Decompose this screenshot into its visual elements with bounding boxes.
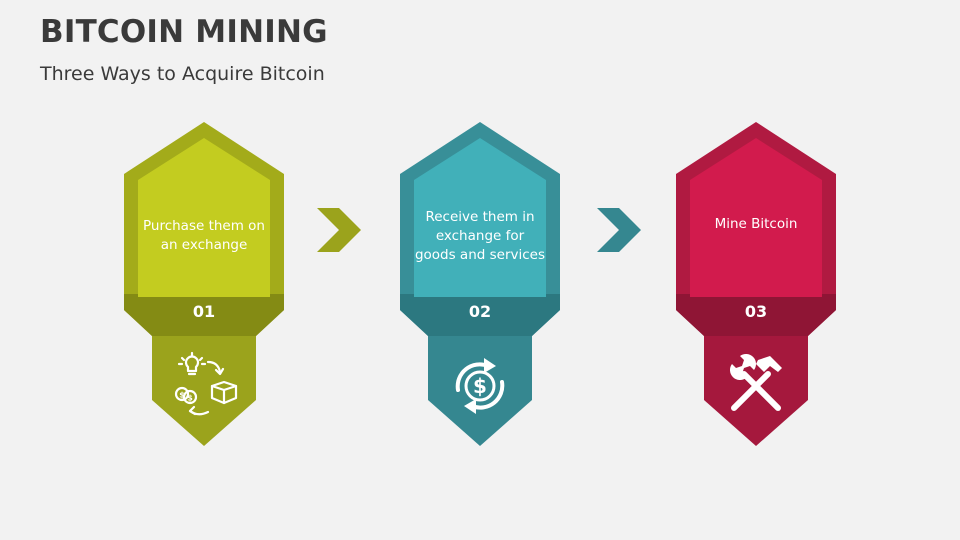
step-number: 01 bbox=[192, 302, 216, 321]
chevron-right-icon bbox=[317, 208, 361, 252]
step-shape-3 bbox=[676, 122, 836, 446]
step-card-3: Mine Bitcoin 03 bbox=[676, 122, 836, 448]
step-number: 02 bbox=[468, 302, 492, 321]
step-card-1: Purchase them on an exchange 01 $ bbox=[124, 122, 284, 448]
hammer-wrench-icon bbox=[730, 354, 782, 411]
svg-text:$: $ bbox=[179, 391, 185, 400]
step-number: 03 bbox=[744, 302, 768, 321]
step-card-2: Receive them in exchange for goods and s… bbox=[400, 122, 560, 448]
step-text: Purchase them on an exchange bbox=[142, 218, 265, 253]
svg-text:$: $ bbox=[473, 374, 487, 398]
step-text: Receive them in exchange for goods and s… bbox=[414, 208, 546, 263]
chevron-right-icon bbox=[597, 208, 641, 252]
svg-text:$: $ bbox=[187, 394, 193, 403]
exchange-cycle-icon: $ $ bbox=[174, 351, 238, 416]
dollar-circular-arrows-icon: $ bbox=[455, 358, 505, 414]
step-shape-1 bbox=[124, 122, 284, 446]
page-subtitle: Three Ways to Acquire Bitcoin bbox=[40, 63, 325, 85]
page-title: BITCOIN MINING bbox=[40, 14, 328, 50]
step-text: Mine Bitcoin bbox=[714, 215, 798, 232]
step-shape-2 bbox=[400, 122, 560, 446]
